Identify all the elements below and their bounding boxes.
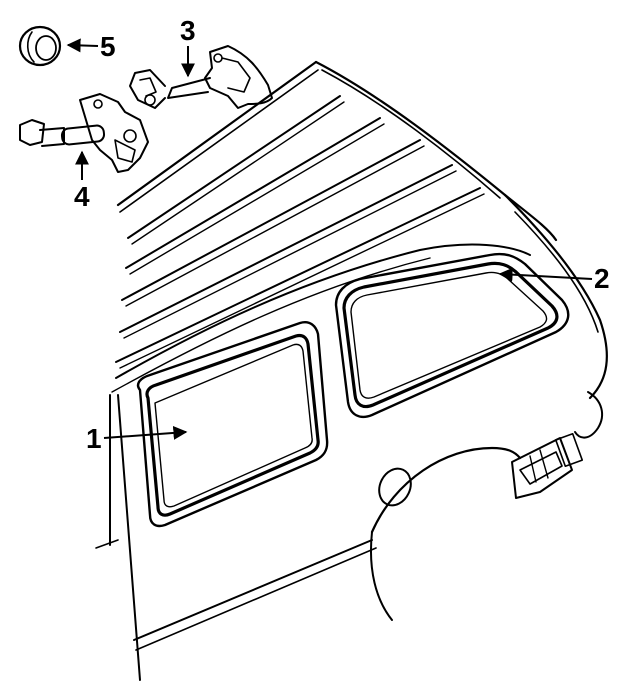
callout-1-leader <box>103 425 188 440</box>
roof-ribs <box>115 95 485 369</box>
callout-4-label: 4 <box>74 181 90 212</box>
callout-5-label: 5 <box>100 31 116 62</box>
window-latch-actuator[interactable] <box>19 93 149 173</box>
callout-3: 3 <box>180 15 196 78</box>
callout-5-leader <box>66 38 99 53</box>
rear-side-window[interactable] <box>334 252 570 419</box>
window-latch-assembly[interactable] <box>129 45 273 109</box>
callout-2-label: 2 <box>594 263 610 294</box>
callout-2: 2 <box>498 263 610 294</box>
callout-3-label: 3 <box>180 15 196 46</box>
vehicle-body-outline <box>95 60 608 681</box>
callout-4: 4 <box>74 150 90 212</box>
grommet[interactable] <box>18 25 62 67</box>
rear-lamp-detail <box>511 432 584 499</box>
callout-5: 5 <box>66 31 116 62</box>
callout-1: 1 <box>86 423 188 454</box>
callout-1-label: 1 <box>86 423 102 454</box>
quarter-window[interactable] <box>136 321 329 528</box>
callout-2-leader <box>498 267 593 282</box>
